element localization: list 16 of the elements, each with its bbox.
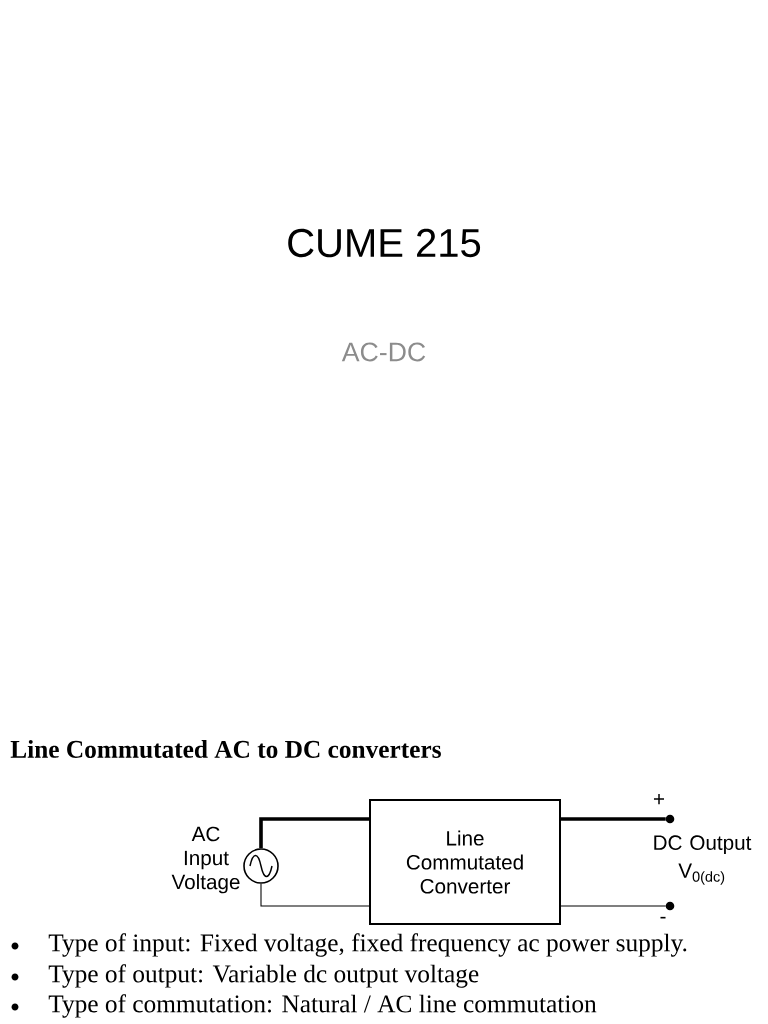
wire bbox=[560, 905, 667, 907]
title: CUME 215 bbox=[288, 228, 481, 258]
source-label: AC Input Voltage bbox=[171, 826, 240, 894]
terminal-sign: + bbox=[654, 794, 664, 805]
heading: Line Commutated AC to DC converters bbox=[10, 740, 441, 758]
output-label: DC Output V$_{0(dc)}$ bbox=[654, 835, 752, 885]
wire bbox=[260, 883, 370, 907]
terminal-sign: - bbox=[660, 916, 666, 919]
bullet-text: Type of output: Variable dc output voltage bbox=[48, 964, 479, 988]
wire bbox=[259, 817, 369, 849]
bullet-text: Type of commutation: Natural / AC line commutation bbox=[48, 994, 597, 1018]
wire bbox=[561, 817, 666, 821]
converter-box: Line Commutated Converter bbox=[369, 799, 561, 925]
bullet-text: Type of input: Fixed voltage, fixed frequency ac power supply. bbox=[48, 933, 687, 957]
subtitle: AC-DC bbox=[341, 342, 426, 362]
ac-source-symbol bbox=[243, 848, 279, 884]
